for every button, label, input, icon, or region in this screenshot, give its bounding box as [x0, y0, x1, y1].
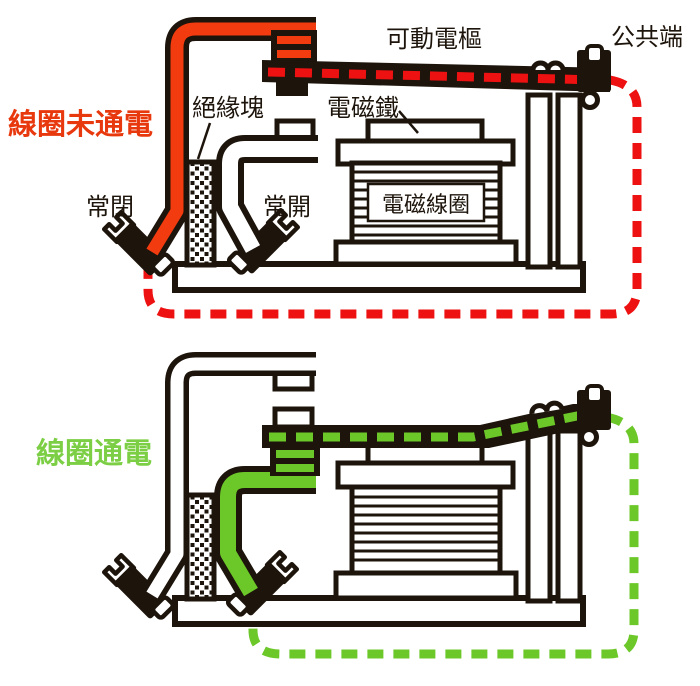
label-electromagnet: 電磁鐵: [327, 94, 399, 122]
relay-diagram-energized: 線圈通電: [36, 352, 639, 659]
electromagnet-top-flange: [335, 460, 516, 490]
armature-current-dashes: [267, 67, 601, 85]
movable-armature: [262, 404, 606, 448]
electromagnet: [333, 440, 519, 601]
insulation-block-dots: [189, 497, 212, 597]
nc-contact-tab: [150, 252, 176, 277]
return-spring: [529, 400, 565, 415]
insulation-block: [184, 159, 217, 268]
nc-spring-arm-energized: [141, 17, 316, 259]
movable-armature: [262, 60, 610, 96]
terminal-loop: [579, 427, 599, 447]
support-post-left: [525, 428, 553, 604]
support-post-left: [525, 92, 553, 270]
electromagnet-bottom-flange: [333, 239, 519, 267]
state-label-top: 線圈未通電: [8, 107, 153, 141]
no-contact-crown: [265, 207, 301, 243]
electromagnet-bottom-flange: [333, 570, 519, 601]
no-contact-tab: [226, 250, 252, 275]
contact-stack-lower-energized: [270, 444, 320, 476]
no-contact-crown: [264, 549, 300, 585]
nc-contact-crown: [101, 209, 137, 245]
no-spring-arm-energized: [214, 466, 316, 600]
coil-label-box: [366, 182, 486, 223]
terminal-notch: [585, 44, 604, 64]
common-terminal: [577, 384, 611, 447]
relay-diagram-deenergized: 電磁線圈: [8, 17, 683, 319]
nc-spring-arm: [141, 352, 316, 602]
label-common-terminal: 公共端: [611, 23, 683, 51]
electromagnet-leader-line: [398, 110, 419, 134]
nc-contact: [101, 552, 176, 620]
insulation-block-dots: [189, 164, 212, 263]
label-movable-armature: 可動電樞: [386, 25, 482, 53]
return-spring: [530, 60, 566, 71]
contact-stack-lower: [276, 80, 308, 96]
nc-contact-tab: [150, 595, 176, 620]
label-normally-closed: 常閉: [86, 193, 134, 221]
coil-windings: [352, 495, 500, 562]
insulation-block: [184, 492, 217, 602]
terminal-notch: [585, 384, 604, 404]
label-insulation-block: 絕緣塊: [192, 94, 264, 122]
electromagnet: 電磁線圈: [333, 118, 519, 267]
support-post-right: [555, 92, 583, 270]
nc-contact: [101, 209, 176, 277]
no-contact: [226, 207, 301, 275]
nc-contact-crown: [101, 552, 137, 588]
support-post-right: [555, 428, 583, 604]
coil-label: 電磁線圈: [382, 193, 470, 218]
contact-stack-upper: [272, 406, 315, 430]
state-label-bottom: 線圈通電: [36, 436, 152, 470]
contact-stack-upper: [271, 30, 317, 64]
no-spring-arm: [216, 118, 318, 256]
terminal-loop: [580, 90, 600, 110]
insulation-block-leader-line: [196, 122, 212, 160]
label-normally-open: 常開: [263, 193, 311, 221]
common-terminal: [577, 44, 611, 110]
no-contact: [225, 549, 300, 617]
no-contact-tab: [225, 592, 251, 617]
armature-current-dashes: [269, 411, 597, 442]
current-path-red: [143, 75, 642, 319]
